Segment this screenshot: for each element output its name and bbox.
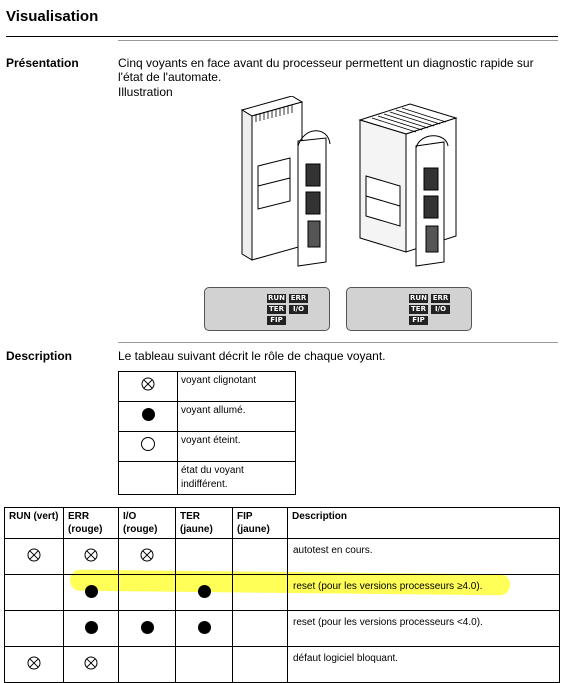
led-err-label: ERR <box>289 294 308 303</box>
off-icon <box>141 437 155 454</box>
cell-err <box>63 574 119 611</box>
led-fip-label: FIP <box>409 316 428 325</box>
blink-icon <box>84 548 98 565</box>
on-icon <box>197 620 211 637</box>
on-icon <box>197 584 211 601</box>
table-row: défaut logiciel bloquant. <box>4 646 560 683</box>
led-fip-label: FIP <box>267 316 286 325</box>
on-icon <box>141 407 155 424</box>
illustration-label: Illustration <box>118 85 173 99</box>
cell-io <box>118 538 176 575</box>
table-header-row: RUN (vert) ERR (rouge) I/O (rouge) TER (… <box>4 507 560 539</box>
description-label: Description <box>6 349 73 363</box>
cell-ter <box>175 646 233 683</box>
header-ter: TER (jaune) <box>175 507 233 539</box>
blink-icon <box>141 377 155 394</box>
blink-icon <box>84 656 98 673</box>
processor-small <box>240 96 331 267</box>
on-icon <box>140 620 154 637</box>
legend-row: voyant clignotant <box>118 371 296 402</box>
page-title: Visualisation <box>6 8 99 25</box>
row-description: autotest en cours. <box>287 538 560 575</box>
led-ter-label: TER <box>267 305 286 314</box>
led-err-label: ERR <box>431 294 450 303</box>
table-row: reset (pour les versions processeurs ≥4.… <box>4 574 560 611</box>
cell-io <box>118 610 176 647</box>
legend-row: voyant éteint. <box>118 431 296 462</box>
led-io-label: I/O <box>431 305 450 314</box>
legend-row: état du voyant indifférent. <box>118 461 296 495</box>
table-row: reset (pour les versions processeurs <4.… <box>4 610 560 647</box>
cell-fip <box>232 538 288 575</box>
led-run-label: RUN <box>409 294 428 303</box>
cell-err <box>63 646 119 683</box>
led-io-label: I/O <box>289 305 308 314</box>
cell-fip <box>232 610 288 647</box>
cell-io <box>118 646 176 683</box>
blink-icon <box>27 548 41 565</box>
row-description: reset (pour les versions processeurs ≥4.… <box>287 574 560 611</box>
cell-ter <box>175 538 233 575</box>
cell-ter <box>175 610 233 647</box>
description-text: Le tableau suivant décrit le rôle de cha… <box>118 349 386 363</box>
title-rule <box>6 36 558 37</box>
presentation-rule <box>118 40 558 41</box>
legend-text: voyant clignotant <box>177 371 296 402</box>
row-description: reset (pour les versions processeurs <4.… <box>287 610 560 647</box>
legend-text: voyant allumé. <box>177 401 296 432</box>
led-run-label: RUN <box>267 294 286 303</box>
header-io: I/O (rouge) <box>118 507 176 539</box>
legend-row: voyant allumé. <box>118 401 296 432</box>
cell-err <box>63 610 119 647</box>
description-rule <box>118 342 558 343</box>
led-panel-left: RUN ERR TER I/O FIP <box>204 287 330 331</box>
presentation-text: Cinq voyants en face avant du processeur… <box>118 56 534 84</box>
table-row: autotest en cours. <box>4 538 560 575</box>
led-panel-right: RUN ERR TER I/O FIP <box>346 287 472 331</box>
cell-run <box>4 574 64 611</box>
legend-text: voyant éteint. <box>177 431 296 462</box>
cell-run <box>4 538 64 575</box>
cell-fip <box>232 646 288 683</box>
on-icon <box>84 584 98 601</box>
cell-fip <box>232 574 288 611</box>
header-description: Description <box>287 507 560 539</box>
cell-err <box>63 538 119 575</box>
legend-text: état du voyant indifférent. <box>177 461 296 495</box>
cell-run <box>4 610 64 647</box>
header-run: RUN (vert) <box>4 507 64 539</box>
row-description: défaut logiciel bloquant. <box>287 646 560 683</box>
on-icon <box>84 620 98 637</box>
led-status-table: RUN (vert) ERR (rouge) I/O (rouge) TER (… <box>4 507 560 683</box>
blink-icon <box>27 656 41 673</box>
processor-illustration <box>240 96 458 267</box>
table-body: autotest en cours.reset (pour les versio… <box>4 538 560 683</box>
cell-ter <box>175 574 233 611</box>
processor-large <box>358 103 458 267</box>
cell-io <box>118 574 176 611</box>
cell-run <box>4 646 64 683</box>
header-fip: FIP (jaune) <box>232 507 288 539</box>
presentation-label: Présentation <box>6 56 79 70</box>
header-err: ERR (rouge) <box>63 507 119 539</box>
legend-table: voyant clignotant voyant allumé. voyant … <box>118 371 296 495</box>
blink-icon <box>140 548 154 565</box>
led-ter-label: TER <box>409 305 428 314</box>
